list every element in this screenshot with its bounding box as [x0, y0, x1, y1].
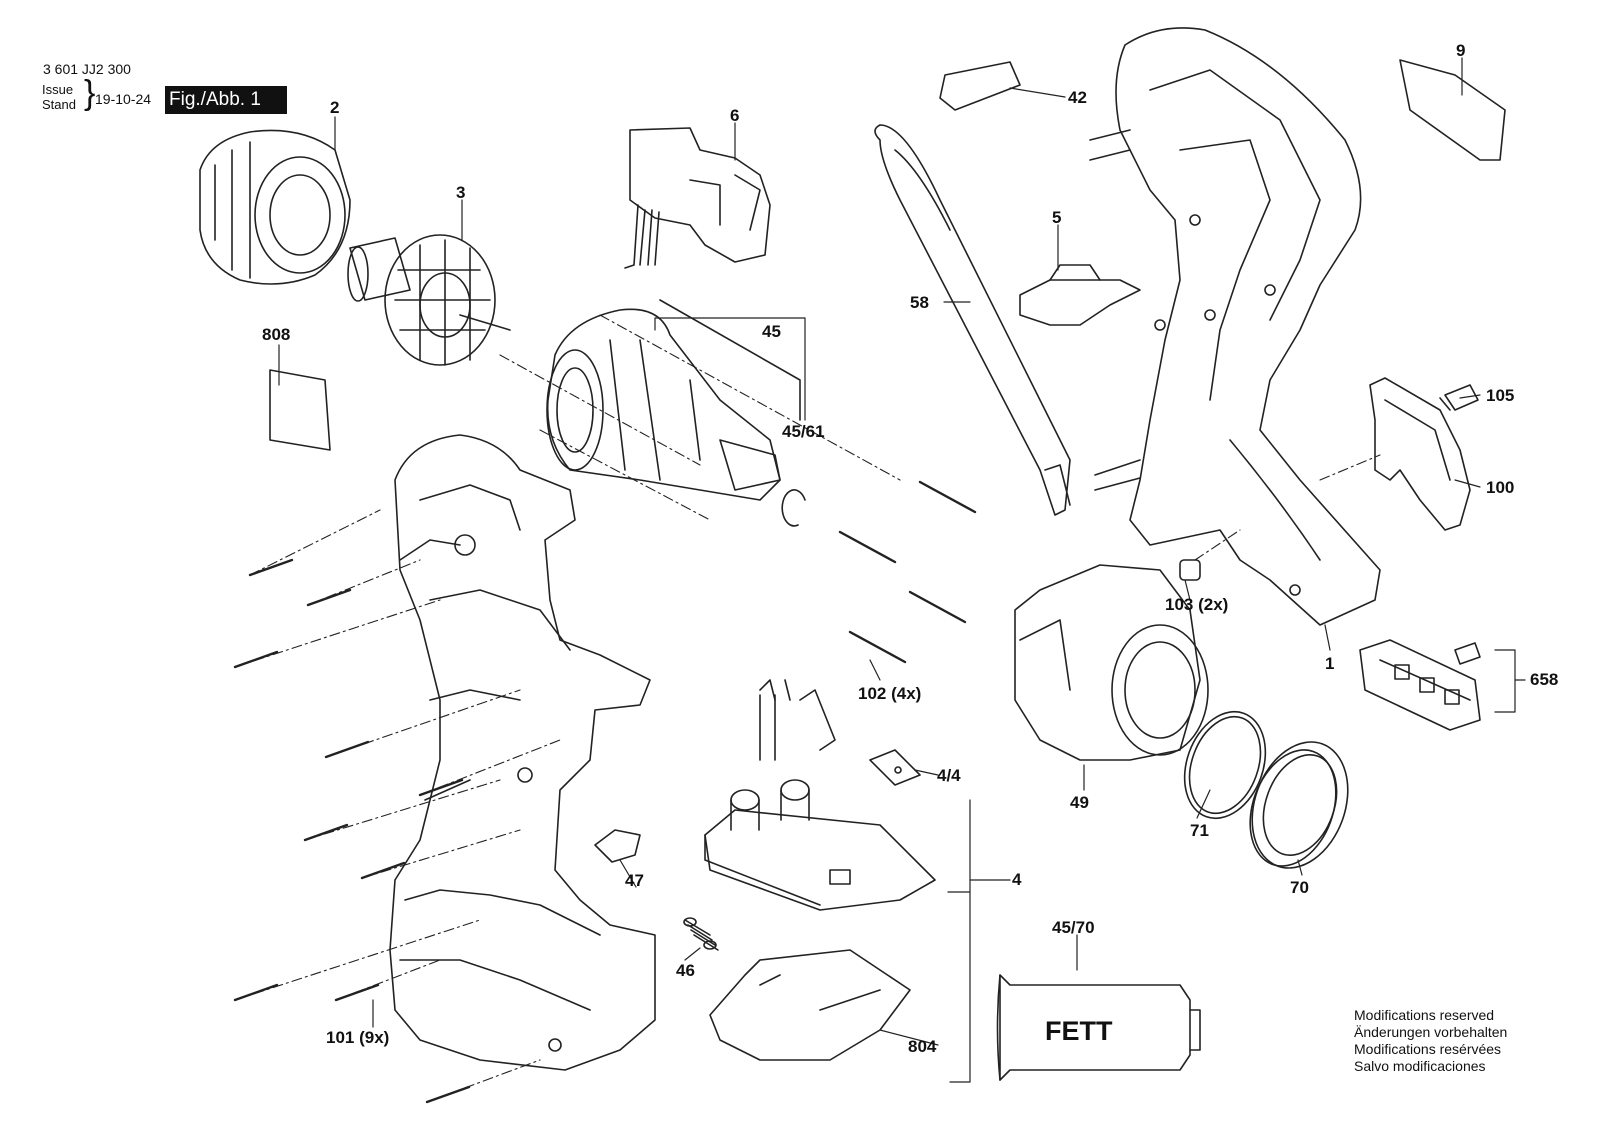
part-45-gearbox: [546, 299, 801, 501]
notice-fr: Modifications resérvées: [1354, 1041, 1502, 1057]
part-42-label: [939, 61, 1021, 111]
label-5: 5: [1052, 208, 1062, 227]
label-49: 49: [1070, 793, 1089, 812]
label-658: 658: [1530, 670, 1559, 689]
label-6: 6: [730, 106, 740, 125]
label-45: 45: [762, 322, 781, 341]
label-71: 71: [1190, 821, 1209, 840]
label-4: 4: [1012, 870, 1022, 889]
part-4-4-board: [869, 749, 921, 786]
label-70: 70: [1290, 878, 1309, 897]
part-1-housing-right: [1089, 27, 1381, 626]
part-105-screw: [1439, 384, 1479, 411]
screws-101: [233, 558, 471, 1104]
label-leaders: [278, 57, 1526, 1083]
part-housing-left: [389, 434, 656, 1071]
part-49-front-cover: [1014, 564, 1209, 761]
screws-102: [838, 480, 977, 664]
label-9: 9: [1456, 41, 1466, 60]
part-47-clip: [594, 829, 641, 863]
label-58: 58: [910, 293, 929, 312]
leader-lines: [234, 314, 1381, 1103]
label-808: 808: [262, 325, 291, 344]
modifications-notice: Modifications reserved Änderungen vorbeh…: [1354, 1007, 1507, 1075]
part-71-ring: [1183, 710, 1267, 820]
label-100: 100: [1486, 478, 1515, 497]
part-46-spring: [683, 917, 719, 951]
part-3-rotor: [347, 234, 511, 366]
issue-brace: }: [84, 74, 96, 112]
label-105: 105: [1486, 386, 1515, 405]
label-4-4: 4/4: [937, 766, 961, 785]
figure-badge: Fig./Abb. 1: [165, 86, 287, 114]
part-100-belt-clip: [1369, 377, 1471, 531]
label-102: 102 (4x): [858, 684, 922, 703]
issue-label: Issue Stand: [42, 82, 76, 112]
label-804: 804: [908, 1037, 937, 1056]
part-2-stator: [199, 129, 351, 285]
label-42: 42: [1068, 88, 1087, 107]
label-3: 3: [456, 183, 466, 202]
part-58-strap: [874, 124, 1071, 516]
part-808-label: [269, 369, 331, 451]
part-4-electronics: [704, 679, 936, 911]
notice-es: Salvo modificaciones: [1354, 1058, 1486, 1074]
label-45-61: 45/61: [782, 422, 825, 441]
label-1: 1: [1325, 654, 1335, 673]
part-45-70-grease-tube: [996, 974, 1201, 1081]
part-number: 3 601 JJ2 300: [43, 61, 131, 77]
label-45-70: 45/70: [1052, 918, 1095, 937]
label-103: 103 (2x): [1165, 595, 1229, 614]
notice-en: Modifications reserved: [1354, 1007, 1495, 1023]
label-2: 2: [330, 98, 340, 117]
part-5-slide: [1019, 264, 1141, 326]
notice-de: Änderungen vorbehalten: [1354, 1024, 1508, 1040]
label-47: 47: [625, 871, 644, 890]
part-658-holder: [1359, 639, 1481, 731]
part-45-61-circlip: [781, 489, 806, 527]
issue-label-en: Issue: [42, 82, 74, 97]
part-70-bumper: [1249, 741, 1349, 869]
label-46: 46: [676, 961, 695, 980]
part-103-insert: [1179, 559, 1201, 581]
label-101: 101 (9x): [326, 1028, 390, 1047]
part-804-plate: [709, 949, 911, 1061]
part-9-label: [1399, 59, 1506, 161]
issue-date: 19-10-24: [95, 91, 152, 107]
grease-tube-label: FETT: [1045, 1016, 1113, 1046]
part-6-switch: [624, 127, 771, 269]
issue-label-de: Stand: [42, 97, 76, 112]
